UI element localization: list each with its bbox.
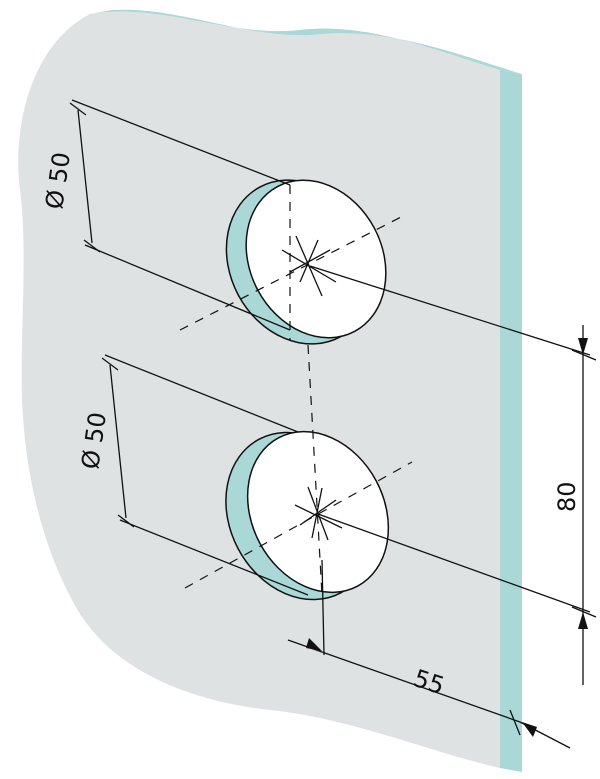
- spacing-dimension: [309, 265, 597, 685]
- top-hole-centerlines: [179, 185, 406, 340]
- top-diameter-dimension: [69, 99, 291, 331]
- bottom-hole-centerlines: [184, 344, 413, 596]
- spacing-arrow-bottom: [578, 612, 588, 629]
- bottom-diameter-dimension: [101, 354, 309, 596]
- glass-panel-face: [18, 11, 501, 769]
- bottom-hole: [184, 344, 413, 601]
- top-hole: [179, 179, 406, 345]
- spacing-label: 80: [553, 481, 581, 512]
- glass-panel-side-edge: [500, 70, 522, 772]
- edge-arrow-left: [306, 638, 322, 651]
- edge-distance-dimension: [287, 559, 571, 749]
- edge-arrow-right: [522, 722, 537, 737]
- spacing-arrow-top: [578, 338, 588, 355]
